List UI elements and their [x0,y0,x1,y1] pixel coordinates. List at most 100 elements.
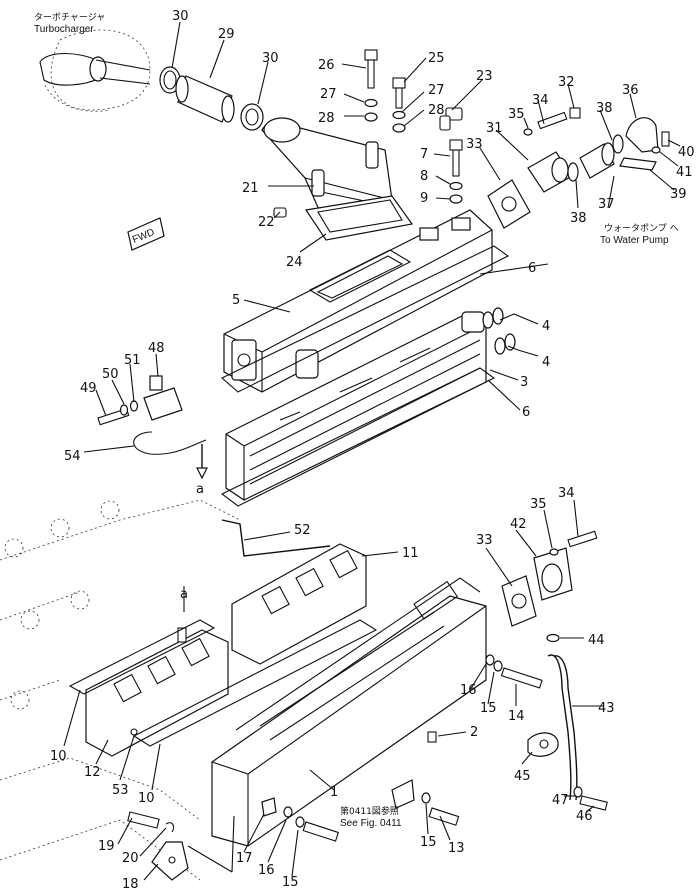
clamp-38-right [612,134,624,154]
washer-27-left [364,98,378,108]
leader-lines [63,21,681,881]
part-label-41: 41 [676,165,693,180]
inlet-chamber-1 [211,577,487,847]
clamp-38-left [567,162,579,182]
part-label-23: 23 [476,69,493,84]
bolt-34-top [537,111,568,130]
intake-hose [175,75,235,123]
part-label-36: 36 [622,83,639,98]
see-fig-en: See Fig. 0411 [340,818,402,829]
part-label-15c: 15 [282,875,299,889]
part-label-13: 13 [448,841,465,856]
view-marker-a: a [196,482,204,497]
part-label-1: 1 [330,785,338,800]
part-label-44: 44 [588,633,605,648]
bolt-7 [449,139,463,177]
bolt-19 [127,811,160,829]
part-label-50: 50 [102,367,119,382]
part-label-35b: 35 [530,497,547,512]
part-label-28b: 28 [428,103,445,118]
washer-28-left [364,112,378,122]
hose-clamp-rear [240,103,264,131]
connector-42 [533,547,573,601]
flange-45 [527,732,559,757]
part-label-16a: 16 [460,683,477,698]
see-fig-jp: 第0411図参照 [340,805,399,817]
bolt-13 [428,807,460,826]
part-label-54: 54 [64,449,81,464]
part-label-40: 40 [678,145,695,160]
washer-50 [119,404,129,416]
part-label-19: 19 [98,839,115,854]
part-label-27b: 27 [428,83,445,98]
water-pump-label-en: To Water Pump [600,235,669,246]
part-label-24: 24 [286,255,303,270]
core-gasket-bottom [220,367,496,507]
part-number-labels: 1 2 3 4 4 5 6 6 7 8 9 10 10 11 12 13 14 … [50,9,695,889]
part-label-27a: 27 [320,87,337,102]
bleeder-32 [569,107,581,119]
turbocharger-label-en: Turbocharger [34,24,94,35]
part-label-22: 22 [258,215,275,230]
part-label-9: 9 [420,191,428,206]
part-label-20: 20 [122,851,139,866]
cover-gasket-top [221,245,510,393]
part-label-5: 5 [232,293,240,308]
turbocharger-label-jp: ターボチャージャ [34,12,105,23]
manifold-half-12 [85,627,229,757]
part-label-16b: 16 [258,863,275,878]
water-pump-label-jp: ウォータポンプ へ [604,223,679,234]
part-label-2: 2 [470,725,478,740]
part-label-42: 42 [510,517,527,532]
gasket-33-top [487,179,531,229]
part-label-26: 26 [318,58,335,73]
arrow-to-a-head [196,467,208,480]
part-label-37: 37 [598,197,615,212]
wire-harness-54 [133,431,207,455]
pipe-43 [547,654,578,801]
part-label-12: 12 [84,765,101,780]
engine-block-outline [0,499,241,881]
part-label-53: 53 [112,783,129,798]
washer-8 [449,181,463,191]
wire-end-53 [130,728,138,736]
washer-35-top [523,128,533,136]
bracket-41-see-fig [391,779,415,809]
washer-15-mid [493,660,503,672]
part-label-52: 52 [294,523,311,538]
part-label-34a: 34 [532,93,549,108]
part-label-29: 29 [218,27,235,42]
gasket-10-right [132,619,378,747]
part-label-51: 51 [124,353,141,368]
part-label-10b: 10 [138,791,155,806]
fwd-arrow-marker: FWD [127,217,165,251]
part-label-17: 17 [236,851,253,866]
tube-37 [579,142,615,179]
bolt-14 [500,667,543,689]
pipe-36 [625,117,659,153]
part-label-38a: 38 [596,101,613,116]
gasket-39 [619,157,657,171]
bracket-18 [151,841,189,881]
part-label-39: 39 [670,187,687,202]
bolt-bottom [302,821,340,842]
part-label-10a: 10 [50,749,67,764]
part-label-30a: 30 [172,9,189,24]
part-label-38b: 38 [570,211,587,226]
part-label-43: 43 [598,701,615,716]
bolt-46 [579,795,608,811]
part-label-4a: 4 [542,319,550,334]
part-label-48: 48 [148,341,165,356]
washer-15-bottom [295,816,305,828]
plug-2 [427,731,437,743]
water-outlet-elbow-31 [527,151,573,193]
part-label-25: 25 [428,51,445,66]
washer-15-right [421,792,431,804]
clip-20 [165,822,175,833]
washer-9 [449,194,463,204]
part-label-30b: 30 [262,51,279,66]
part-label-33a: 33 [466,137,483,152]
part-label-32: 32 [558,75,575,90]
washer-41 [651,146,661,154]
